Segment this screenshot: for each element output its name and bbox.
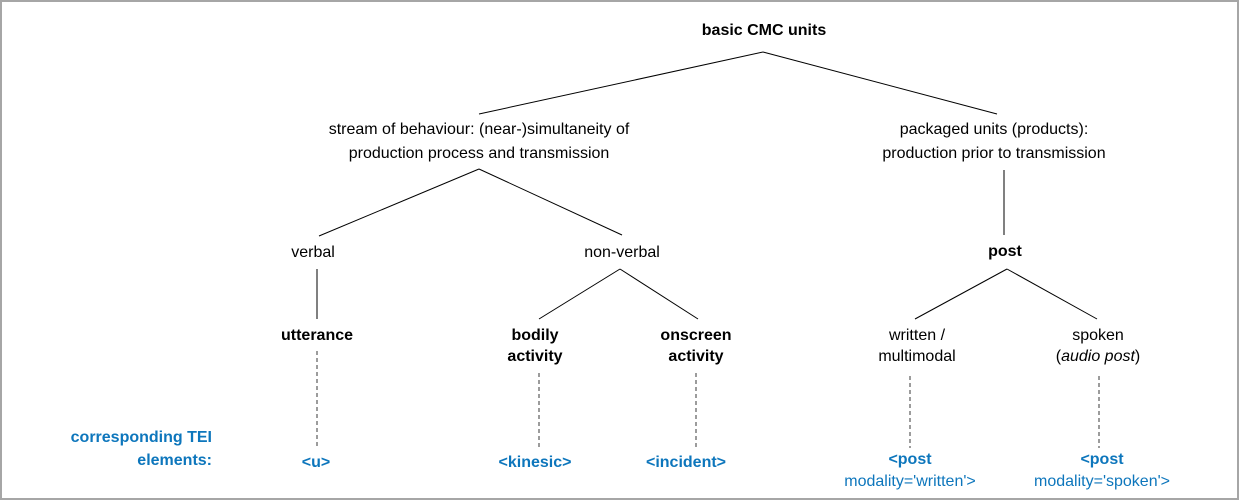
tei-label-u: <u> [301,454,331,471]
tei-post-written-line1: <post [888,451,932,468]
node-post: post [988,243,1022,260]
node-spoken-line2: (audio post) [1055,348,1141,365]
node-bodily-line1: bodily [511,327,559,344]
node-packaged-units: packaged units (products): production pr… [882,118,1105,166]
node-stream-line1: stream of behaviour: (near-)simultaneity… [328,121,630,138]
node-written-line1: written / [888,327,946,344]
node-stream-of-behaviour: stream of behaviour: (near-)simultaneity… [329,118,630,166]
audio-post-italic: audio post [1061,348,1135,365]
node-spoken-audio-post: spoken (audio post) [1056,325,1141,367]
node-stream-line2: production process and transmission [348,145,610,162]
node-verbal: verbal [291,244,335,261]
node-written-line2: multimodal [878,348,956,365]
corresponding-tei-caption: corresponding TEI elements: [30,426,212,472]
caption-line2: elements: [137,452,212,469]
node-non-verbal: non-verbal [584,244,660,261]
node-bodily-activity: bodily activity [507,325,562,367]
tei-post-spoken-line1: <post [1080,451,1124,468]
node-packaged-line2: production prior to transmission [882,145,1106,162]
node-spoken-line1: spoken [1072,327,1124,344]
tei-label-post-spoken: <post modality='spoken'> [1034,449,1170,493]
node-onscreen-line2: activity [668,348,724,365]
node-written-multimodal: written / multimodal [878,325,955,367]
node-utterance: utterance [280,327,354,344]
tei-label-post-written: <post modality='written'> [844,449,976,493]
caption-line1: corresponding TEI [70,429,212,446]
node-bodily-line2: activity [507,348,563,365]
node-onscreen-line1: onscreen [660,327,732,344]
tei-label-kinesic: <kinesic> [498,454,572,471]
node-root: basic CMC units [701,22,827,39]
tei-post-written-line2: modality='written'> [844,473,976,490]
tei-post-spoken-line2: modality='spoken'> [1034,473,1170,490]
node-onscreen-activity: onscreen activity [660,325,731,367]
tei-label-incident: <incident> [645,454,727,471]
node-packaged-line1: packaged units (products): [899,121,1089,138]
